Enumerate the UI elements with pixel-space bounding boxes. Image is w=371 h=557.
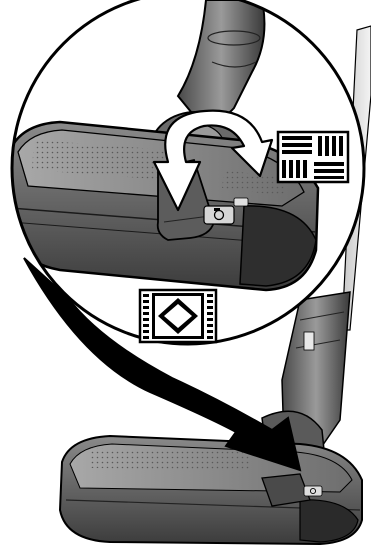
parquet-floor-icon [278, 132, 348, 182]
carpet-icon [140, 290, 216, 342]
camera-symbol-icon [204, 206, 234, 224]
